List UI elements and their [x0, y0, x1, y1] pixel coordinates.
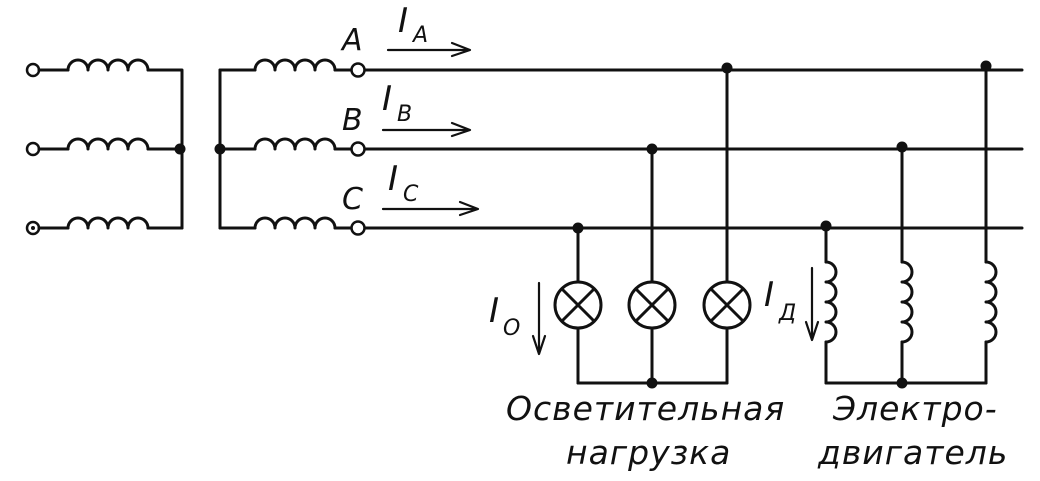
phase-label-c: C [342, 182, 363, 217]
motor-current-subscript: Д [778, 301, 796, 326]
star-coil-a [253, 58, 337, 72]
star-coil-c [253, 216, 337, 230]
line-conductors [363, 68, 1024, 230]
motor-3-node [980, 60, 992, 72]
phase-label-a: A [340, 23, 363, 58]
line-terminal-c [350, 220, 366, 236]
motor-coil-1-icon [824, 260, 838, 344]
motor-load [820, 60, 998, 389]
lamp-3-node [721, 62, 733, 74]
generator-coil-b [66, 137, 150, 151]
current-a-subscript: A [411, 23, 428, 48]
current-c-symbol: I [388, 159, 398, 199]
motor-coil-3-icon [984, 260, 998, 344]
generator [25, 58, 186, 236]
lamp-1-icon [553, 280, 603, 330]
lighting-caption-line-1: Осветительная [506, 389, 785, 428]
lamp-current-label: I O [489, 281, 547, 356]
line-terminal-a [350, 62, 366, 78]
phase-label-b: B [342, 103, 363, 138]
lamp-1-node [572, 222, 584, 234]
current-c-subscript: C [403, 182, 419, 207]
generator-terminal-a [25, 62, 41, 78]
lamp-current-symbol: I [489, 291, 499, 331]
generator-neutral-bus [146, 68, 184, 230]
generator-coil-c [66, 216, 150, 230]
generator-coil-a [66, 58, 150, 72]
generator-terminal-c-center [31, 226, 35, 230]
current-c-arrow-icon [381, 200, 480, 217]
current-label-b: I B [381, 79, 472, 138]
lamp-2-icon [627, 280, 677, 330]
generator-terminal-b [25, 141, 41, 157]
motor-coil-2-icon [900, 260, 914, 344]
star-coil-b [253, 137, 337, 151]
current-b-symbol: I [382, 79, 392, 119]
lamp-current-subscript: O [503, 316, 520, 341]
motor-caption-line-1: Электро- [832, 389, 998, 428]
motor-star-node [896, 377, 908, 389]
current-label-c: I C [381, 159, 480, 217]
lighting-star-node [646, 377, 658, 389]
generator-neutral-node [174, 143, 186, 155]
motor-current-arrow-icon [804, 266, 820, 342]
motor-current-symbol: I [764, 275, 774, 315]
current-a-arrow-icon [386, 41, 472, 58]
motor-caption-line-2: двигатель [817, 433, 1008, 472]
lighting-caption-line-2: нагрузка [566, 433, 731, 472]
lamp-2-node [646, 143, 658, 155]
current-b-subscript: B [397, 102, 412, 127]
motor-current-label: I Д [764, 266, 820, 342]
current-label-a: I A [386, 1, 472, 58]
motor-2-node [896, 141, 908, 153]
motor-1-node [820, 220, 832, 232]
current-a-symbol: I [398, 1, 408, 41]
lighting-load [553, 62, 752, 389]
line-terminal-b [350, 141, 366, 157]
lamp-3-icon [702, 280, 752, 330]
current-b-arrow-icon [381, 121, 472, 138]
lamp-current-arrow-icon [531, 281, 547, 356]
